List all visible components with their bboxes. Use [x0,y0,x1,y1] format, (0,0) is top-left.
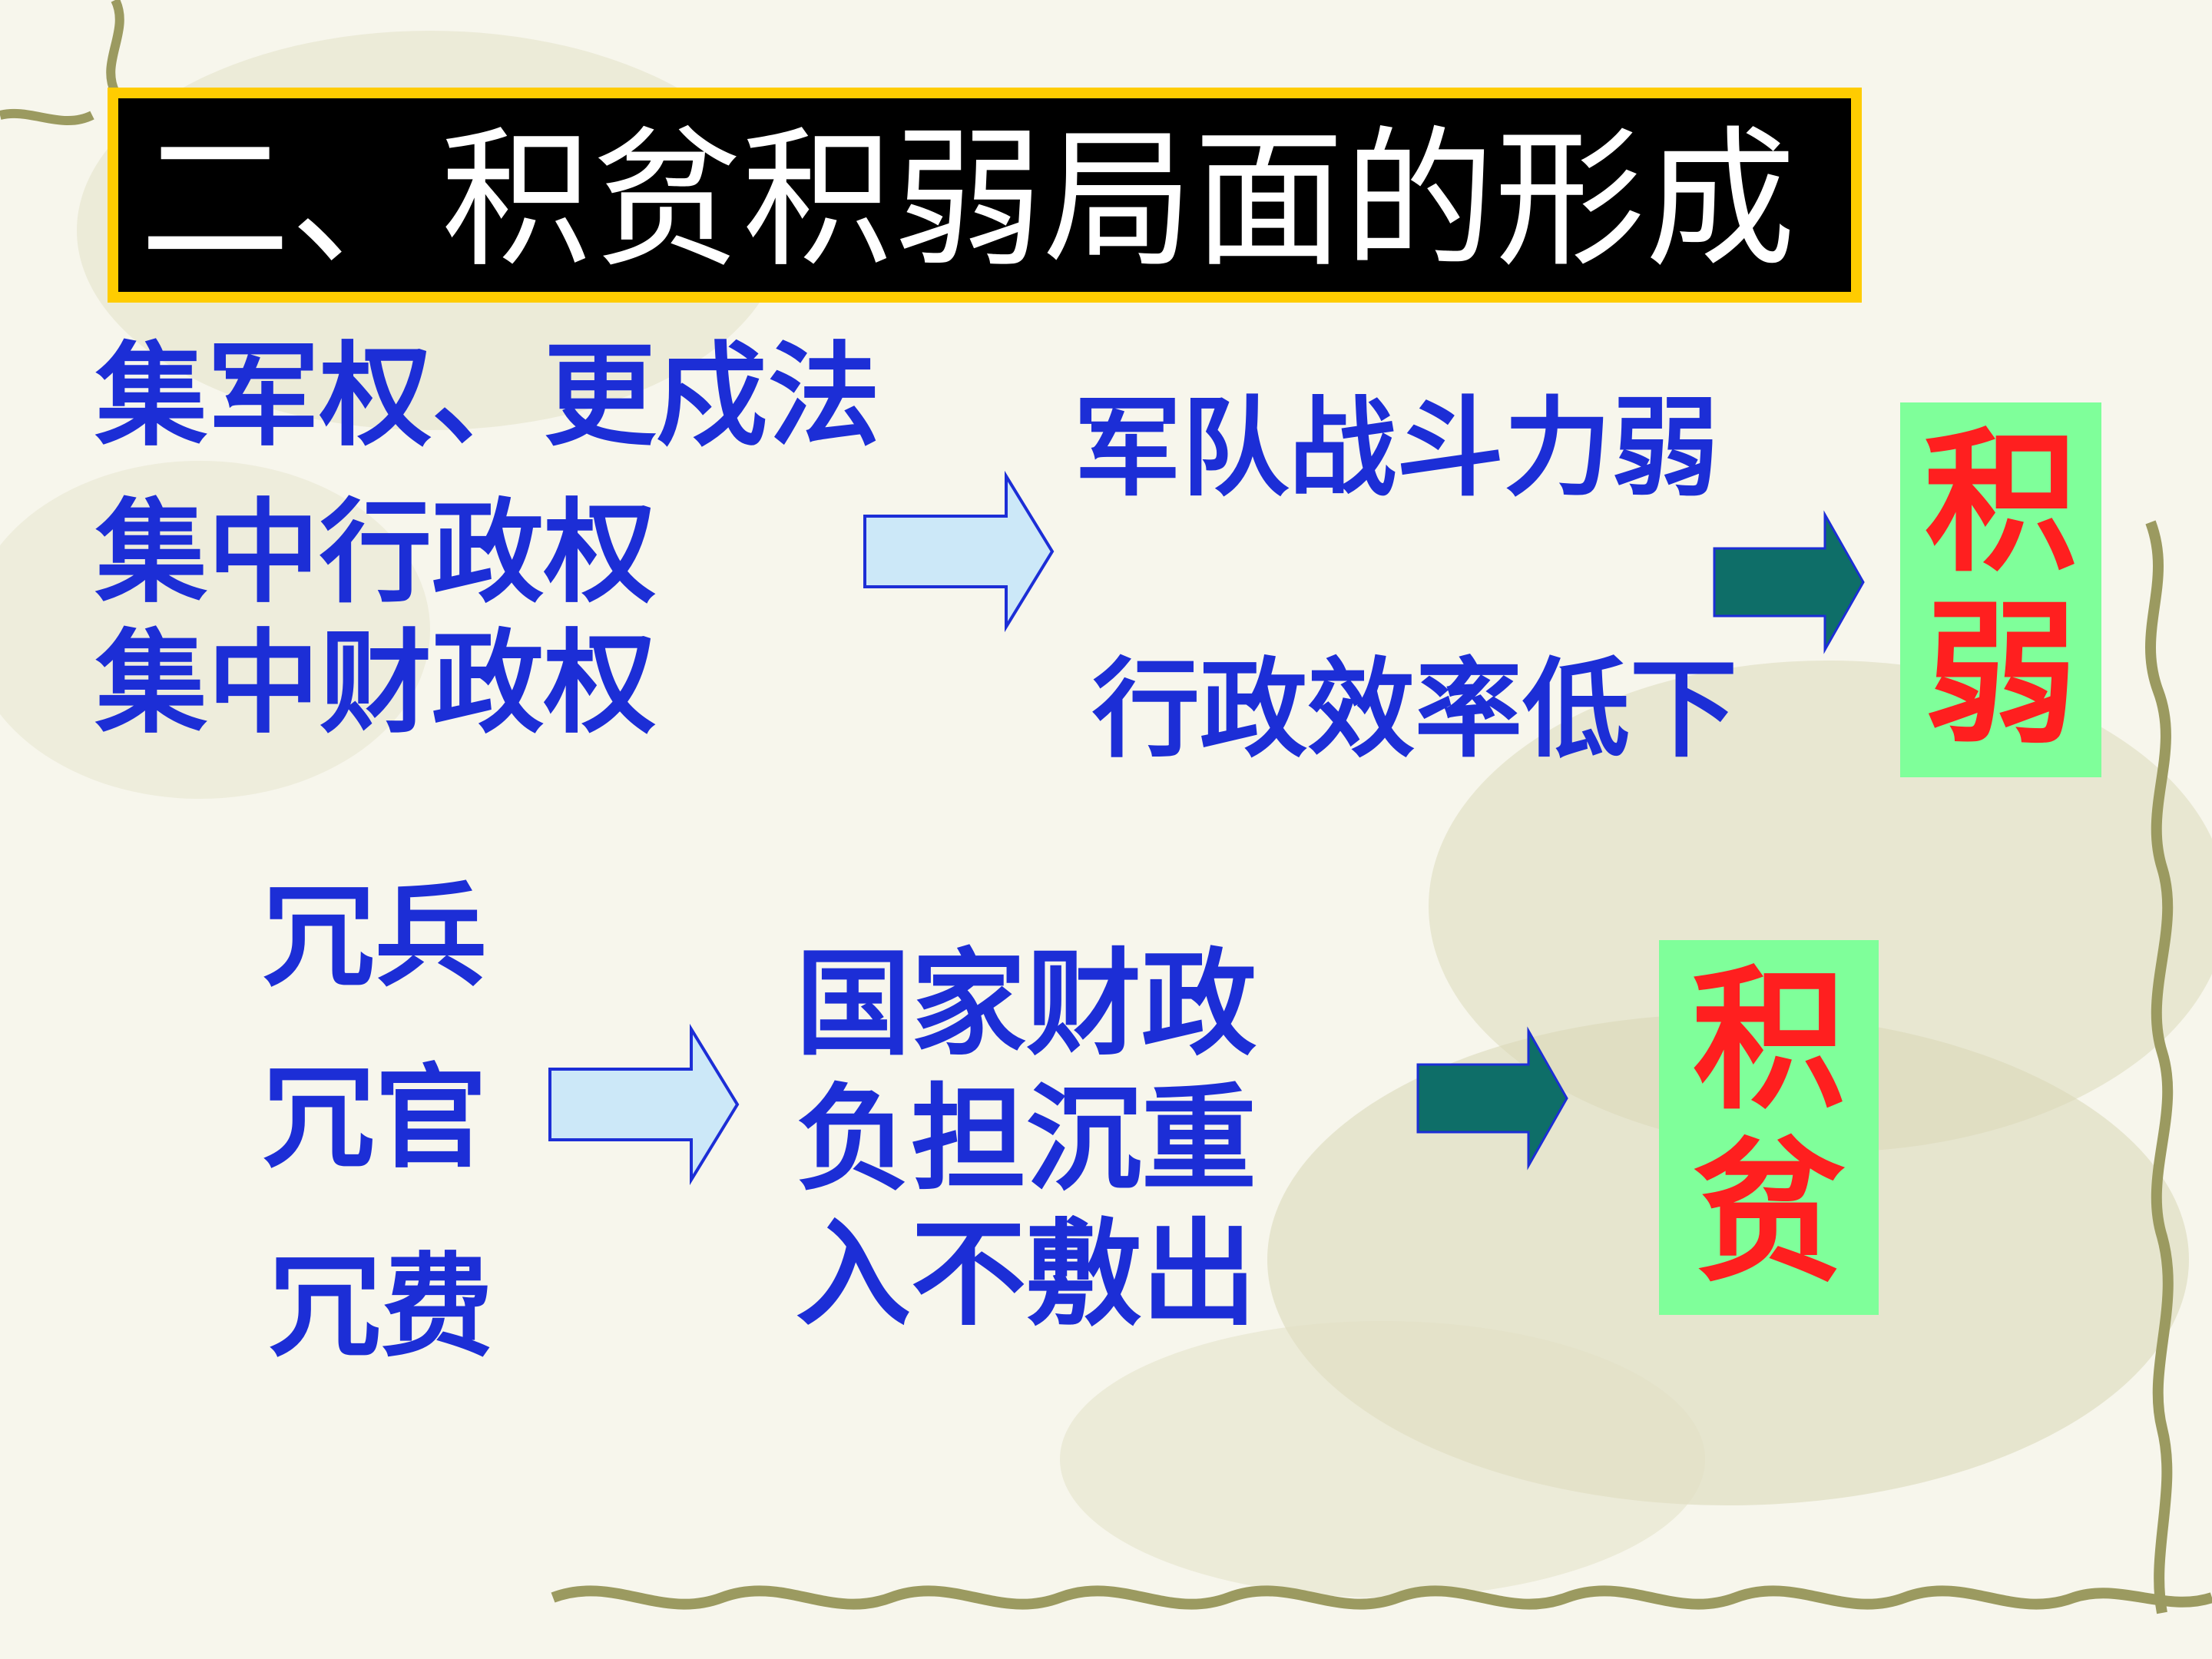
solid-arrow-poor [1416,1026,1568,1171]
result-weak-char-1: 积 [1923,414,2078,593]
poor-cause-1: 冗兵 [263,872,487,1002]
page-title: 二、积贫积弱局面的形成 [140,113,1796,288]
weak-cause-2: 集中行政权 [95,488,656,618]
result-box-poor: 积 贫 [1659,940,1879,1315]
hollow-arrow-weak [863,470,1055,633]
hollow-arrow-poor [548,1023,740,1186]
weak-cause-3: 集中财政权 [95,618,656,749]
result-poor-char-2: 贫 [1691,1124,1846,1303]
poor-cause-2: 冗官 [263,1053,487,1184]
weak-effect-1: 军队战斗力弱 [1074,386,1720,512]
poor-effect-3: 入不敷出 [796,1208,1257,1342]
poor-cause-3: 冗费 [269,1242,493,1373]
result-box-weak: 积 弱 [1900,402,2101,777]
weak-effect-2: 行政效率低下 [1092,647,1738,773]
result-poor-char-1: 积 [1691,952,1846,1131]
title-box: 二、积贫积弱局面的形成 [108,88,1862,303]
weak-cause-1: 集军权、更戍法 [95,331,880,462]
poor-effect-2: 负担沉重 [796,1073,1257,1207]
solid-arrow-weak [1713,510,1865,654]
result-weak-char-2: 弱 [1923,586,2078,765]
poor-effect-1: 国家财政 [796,938,1257,1071]
